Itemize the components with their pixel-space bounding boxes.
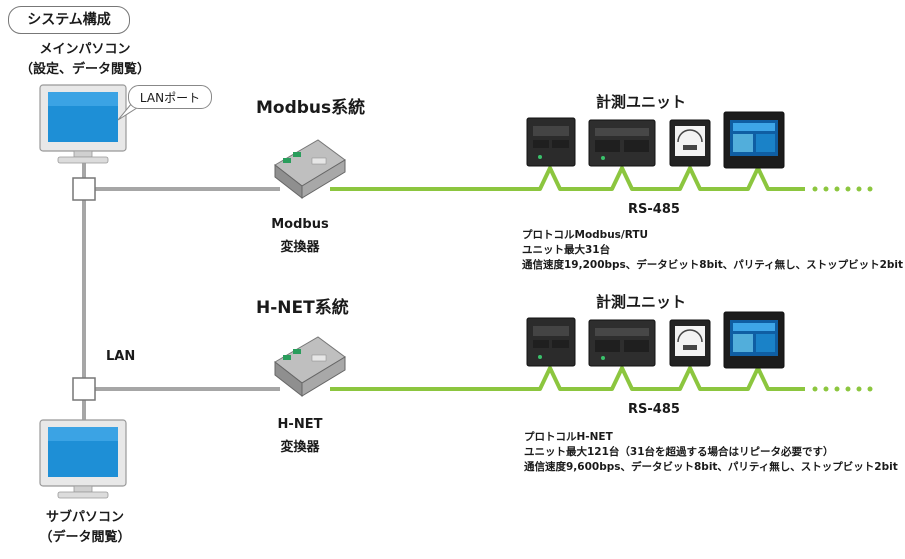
sub-pc-sublabel: （データ閲覧） <box>39 530 131 545</box>
main-pc-label: メインパソコン <box>39 42 131 57</box>
modbus-converter-label: Modbus <box>271 217 329 232</box>
hnet-note-comm-settings: 通信速度9,600bps、データビット8bit、パリティ無し、ストップビット2b… <box>524 461 898 473</box>
diagram-title: システム構成 <box>8 6 130 34</box>
modbus-converter-sublabel: 変換器 <box>280 240 320 255</box>
lan-cabling <box>82 163 280 420</box>
lan-junction-bottom <box>72 377 96 401</box>
hnet-converter-icon <box>274 336 346 398</box>
lan-port-callout: LANポート <box>128 85 212 109</box>
meter-unit-icon <box>526 117 576 167</box>
hnet-units-label: 計測ユニット <box>596 293 687 311</box>
meter-unit-icon <box>723 111 785 169</box>
sub-pc-label: サブパソコン <box>45 510 124 525</box>
modbus-system-label: Modbus系統 <box>256 98 366 118</box>
meter-unit-icon <box>588 319 656 367</box>
meter-unit-icon <box>526 317 576 367</box>
lan-port-callout-label: LANポート <box>139 91 201 105</box>
modbus-rs485-bus <box>330 166 805 191</box>
meter-unit-icon <box>669 319 711 367</box>
hnet-converter-label: H-NET <box>277 417 323 432</box>
modbus-units-label: 計測ユニット <box>596 93 687 111</box>
hnet-note-max-units: ユニット最大121台（31台を超過する場合はリピータ必要です） <box>524 446 834 458</box>
modbus-note-comm-settings: 通信速度19,200bps、データビット8bit、パリティ無し、ストップビット2… <box>522 259 904 271</box>
hnet-rs485-label: RS-485 <box>628 402 680 417</box>
modbus-bus-continuation-dots <box>812 186 873 192</box>
modbus-measuring-units <box>526 111 785 169</box>
modbus-converter-icon <box>274 139 346 200</box>
hnet-system-label: H-NET系統 <box>256 298 349 318</box>
meter-unit-icon <box>588 119 656 167</box>
modbus-rs485-label: RS-485 <box>628 202 680 217</box>
meter-unit-icon <box>723 311 785 369</box>
hnet-converter-sublabel: 変換器 <box>280 440 320 455</box>
hnet-bus-continuation-dots <box>812 386 873 392</box>
meter-unit-icon <box>669 119 711 167</box>
lan-label: LAN <box>106 349 136 364</box>
hnet-note-protocol: プロトコルH-NET <box>524 431 613 443</box>
hnet-measuring-units <box>526 311 785 369</box>
main-pc-sublabel: （設定、データ閲覧） <box>19 62 150 77</box>
main-pc-monitor-icon <box>39 84 127 164</box>
modbus-note-max-units: ユニット最大31台 <box>522 244 611 256</box>
lan-junction-top <box>72 177 96 201</box>
hnet-rs485-bus <box>330 366 805 391</box>
sub-pc-monitor-icon <box>39 419 127 499</box>
modbus-note-protocol: プロトコルModbus/RTU <box>522 229 649 241</box>
